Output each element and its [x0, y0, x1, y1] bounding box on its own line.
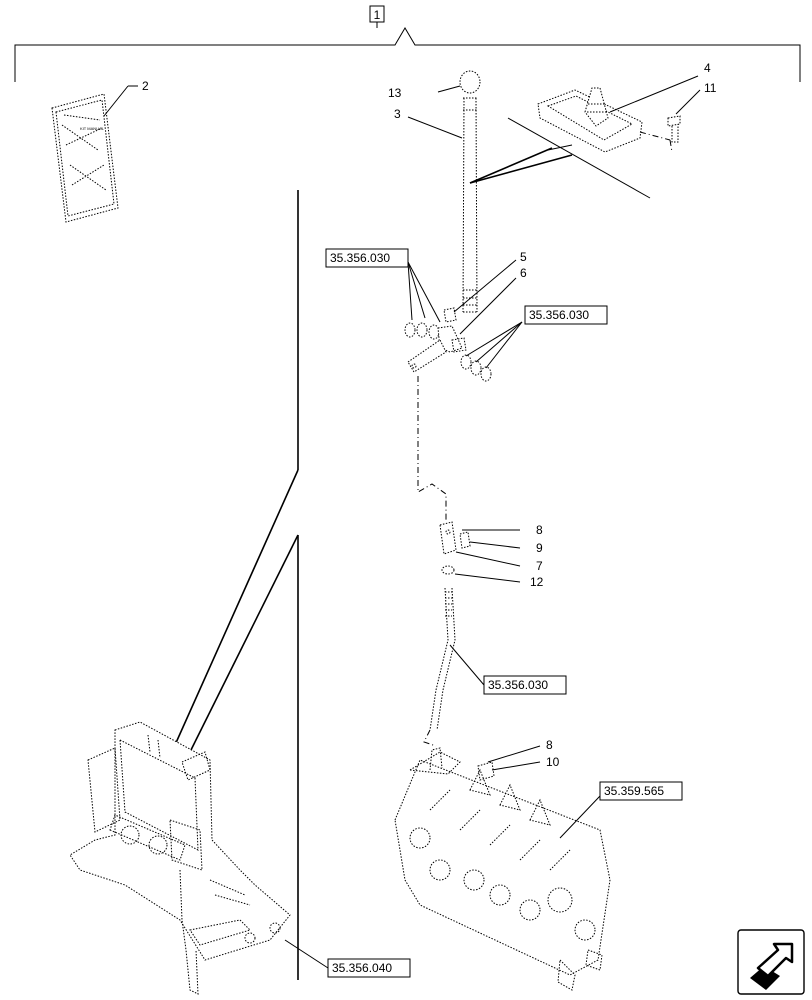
callout-10: 10 — [546, 755, 560, 769]
divider-diagonal-1 — [174, 469, 299, 746]
next-page-icon[interactable] — [737, 929, 805, 995]
leader-11 — [675, 89, 701, 115]
callout-7: 7 — [536, 559, 543, 573]
clevis-assembly[interactable]: 8 9 7 12 — [439, 521, 544, 589]
bolt — [667, 115, 681, 127]
reference-box-d[interactable]: 35.359.565 — [559, 781, 683, 839]
reference-box-c[interactable]: 35.356.030 — [449, 644, 567, 695]
callout-9: 9 — [536, 541, 543, 555]
boot-plate[interactable]: 4 11 — [537, 61, 717, 153]
leader-2 — [103, 85, 129, 117]
reference-c-text: 35.356.030 — [488, 678, 548, 692]
manual-booklet[interactable]: KIT MANUAL 2 — [51, 79, 149, 223]
callout-4: 4 — [704, 61, 711, 75]
reference-a-text: 35.356.030 — [330, 251, 390, 265]
callout-11: 11 — [704, 81, 717, 95]
leader-4 — [609, 75, 699, 113]
lever-arm — [407, 339, 447, 373]
reference-box-a[interactable]: 35.356.030 — [325, 248, 441, 340]
leader-10 — [491, 761, 541, 771]
lever-rod — [462, 97, 478, 313]
callout-8b: 8 — [546, 738, 553, 752]
callout-3: 3 — [394, 107, 401, 121]
lock-nut — [441, 565, 455, 575]
callout-2: 2 — [142, 79, 149, 93]
pointer-line-1 — [469, 147, 553, 184]
leader-7 — [455, 551, 521, 567]
control-rod[interactable] — [423, 587, 456, 747]
leader-12 — [454, 573, 521, 583]
reference-box-e[interactable]: 35.356.040 — [284, 939, 411, 978]
leader-6 — [459, 277, 517, 335]
control-valve[interactable] — [394, 747, 611, 991]
reference-e-text: 35.356.040 — [332, 961, 392, 975]
reference-box-b[interactable]: 35.356.030 — [460, 305, 608, 382]
lower-pin[interactable]: 8 10 — [477, 738, 560, 781]
clevis — [439, 521, 457, 555]
callout-12: 12 — [530, 575, 544, 589]
nut — [443, 307, 457, 323]
callout-5: 5 — [520, 250, 527, 264]
leader-3 — [407, 116, 463, 139]
reference-d-text: 35.359.565 — [604, 784, 664, 798]
lever-assembly[interactable]: 13 3 — [388, 70, 481, 313]
assembly-bracket: 1 — [14, 5, 801, 82]
divider-diagonal-2 — [184, 534, 299, 763]
leader-5 — [453, 259, 517, 313]
leader-9 — [469, 541, 521, 549]
connection-path-1 — [417, 376, 447, 522]
manual-cover-text: KIT MANUAL — [80, 126, 105, 131]
reference-b-text: 35.356.030 — [529, 308, 589, 322]
lever-bracket[interactable]: 5 6 — [407, 250, 527, 373]
pin — [459, 531, 471, 549]
assembly-number: 1 — [374, 8, 381, 22]
knob — [459, 70, 481, 94]
leader-13 — [437, 85, 461, 93]
pointer-line-2 — [469, 154, 573, 184]
panel-edge-1 — [507, 117, 651, 199]
leader-8b — [487, 745, 541, 763]
callout-8a: 8 — [536, 523, 543, 537]
mounting-frame[interactable] — [69, 721, 291, 995]
rubber-boot — [584, 87, 609, 127]
callout-6: 6 — [520, 266, 527, 280]
callout-13: 13 — [388, 86, 402, 100]
